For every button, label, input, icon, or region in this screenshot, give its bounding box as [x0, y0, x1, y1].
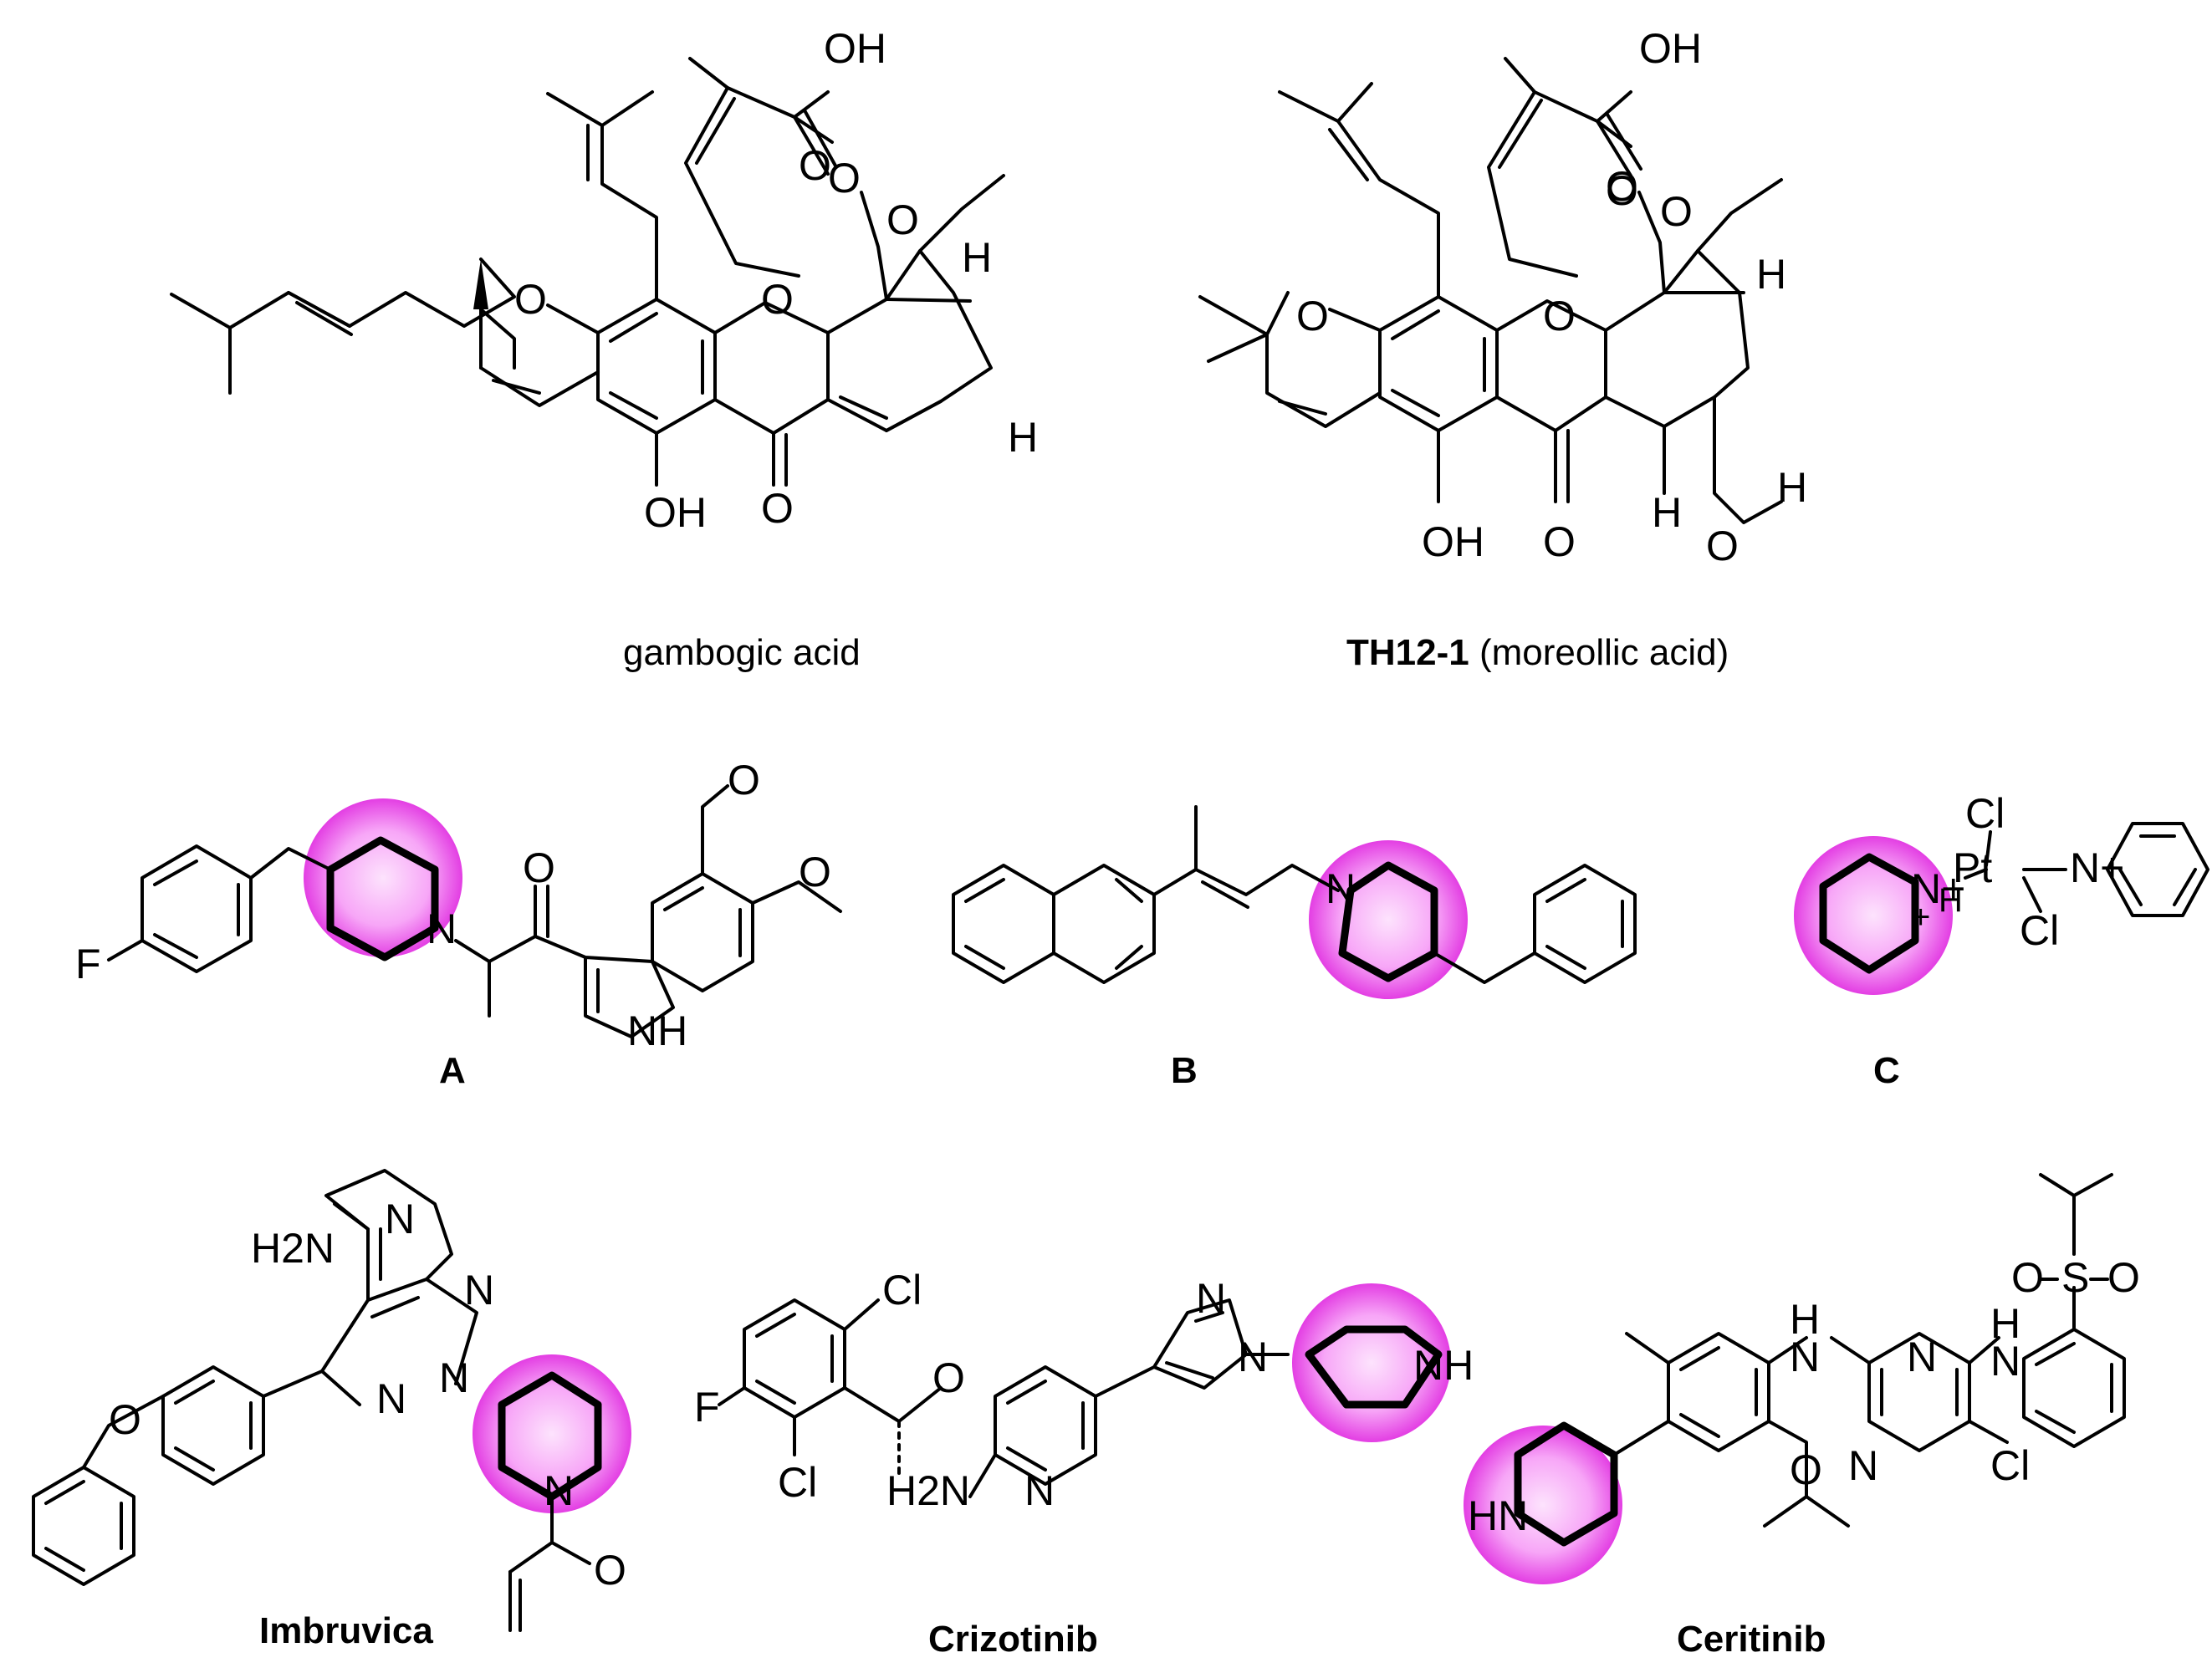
atom-oh: OH — [824, 25, 886, 72]
compound-a-structure: F N O NH O O A — [75, 757, 842, 1091]
atom-n: N — [1326, 865, 1356, 912]
atom-cl: Cl — [1965, 790, 2005, 837]
atom-o: O — [523, 844, 555, 891]
atom-cl: Cl — [778, 1459, 817, 1506]
atom-h2n: H2N — [886, 1467, 970, 1514]
atom-n-plus: N+ — [2070, 844, 2124, 891]
atom-o: O — [1543, 518, 1576, 565]
piperidine-highlight — [1292, 1283, 1451, 1442]
atom-n: N — [439, 1354, 469, 1401]
atom-o: O — [1606, 167, 1638, 214]
atom-oh: OH — [644, 489, 707, 536]
atom-o: O — [761, 276, 794, 323]
compound-c-label: C — [1873, 1050, 1900, 1091]
atom-o: O — [799, 142, 831, 189]
piperidine-highlight — [304, 798, 462, 957]
atom-oh: OH — [1422, 518, 1484, 565]
atom-n: N — [1848, 1442, 1878, 1489]
imbruvica-label: Imbruvica — [259, 1610, 433, 1651]
atom-o: O — [1706, 523, 1739, 569]
atom-plus: + — [1911, 899, 1930, 936]
atom-o: O — [109, 1396, 141, 1443]
atom-oh: OH — [1639, 25, 1702, 72]
atom-o: O — [2011, 1254, 2044, 1301]
th12-caption-bold: TH12-1 — [1346, 632, 1469, 673]
atom-o: O — [828, 155, 861, 201]
atom-o: O — [1543, 293, 1576, 339]
atom-h: H — [1790, 1296, 1820, 1343]
atom-h: H — [1939, 882, 1963, 919]
atom-o: O — [799, 849, 831, 895]
ceritinib-label: Ceritinib — [1677, 1619, 1826, 1660]
atom-n: N — [464, 1267, 494, 1313]
atom-n: N — [1024, 1467, 1055, 1514]
atom-pt: Pt — [1953, 844, 1992, 891]
crizotinib-structure: F Cl Cl O H2N N N N NH Crizotinib — [694, 1267, 1474, 1660]
atom-cl: Cl — [2020, 907, 2059, 954]
atom-o: O — [514, 276, 547, 323]
atom-f: F — [694, 1384, 720, 1431]
atom-h2n: H2N — [251, 1225, 335, 1272]
atom-n: N — [1907, 1334, 1937, 1380]
piperidine-highlight — [1464, 1426, 1622, 1584]
atom-f: F — [75, 941, 101, 987]
atom-h: H — [1756, 251, 1786, 298]
compound-a-label: A — [439, 1050, 466, 1091]
ceritinib-structure: HN H N N N H N Cl O O S O Ceritinib — [1464, 1173, 2140, 1660]
compound-b-label: B — [1171, 1050, 1198, 1091]
atom-o: O — [1296, 293, 1329, 339]
compound-b-structure: N B — [952, 805, 1637, 1091]
atom-nh-plus: N+ — [1911, 865, 1965, 912]
imbruvica-structure: H2N N N N N N O O Imbruvica — [32, 1169, 631, 1651]
atom-o: O — [761, 485, 794, 532]
compound-c-structure: N+ H + Pt Cl Cl N+ C — [1794, 790, 2209, 1091]
th12-structure: H H H O O O O O O OH O OH — [1198, 25, 1807, 569]
atom-nh: NH — [627, 1007, 687, 1054]
gambogic-caption: gambogic acid — [623, 632, 861, 673]
atom-o: O — [1606, 163, 1638, 210]
atom-n: N — [1990, 1338, 2020, 1385]
atom-n: N — [1238, 1334, 1268, 1380]
atom-s: S — [2061, 1254, 2089, 1301]
th12-caption-rest: (moreollic acid) — [1469, 632, 1729, 673]
crizotinib-label: Crizotinib — [928, 1619, 1098, 1660]
gambogic-acid-structure: H H O O O O O OH O OH gambogic acid — [170, 25, 1038, 673]
atom-cl: Cl — [1990, 1442, 2030, 1489]
atom-n: N — [376, 1375, 406, 1422]
atom-o: O — [932, 1354, 965, 1401]
atom-h: H — [962, 234, 992, 281]
atom-h: H — [1008, 414, 1038, 461]
atom-hn: HN — [1468, 1492, 1528, 1539]
atom-o: O — [1790, 1446, 1822, 1493]
atom-h: H — [1652, 489, 1682, 536]
atom-n: N — [1790, 1334, 1820, 1380]
atom-o: O — [886, 196, 919, 243]
atom-h: H — [1777, 464, 1807, 511]
atom-nh: NH — [1413, 1342, 1474, 1389]
atom-o: O — [2107, 1254, 2140, 1301]
atom-n: N — [1196, 1275, 1226, 1322]
th12-caption: TH12-1 (moreollic acid) — [1346, 632, 1729, 673]
atom-o: O — [1660, 188, 1693, 235]
atom-n: N — [427, 905, 457, 952]
atom-cl: Cl — [882, 1267, 922, 1313]
atom-n: N — [385, 1196, 415, 1242]
atom-h: H — [1990, 1300, 2020, 1347]
atom-o: O — [594, 1547, 626, 1594]
atom-o: O — [728, 757, 760, 803]
atom-n: N — [544, 1467, 574, 1514]
